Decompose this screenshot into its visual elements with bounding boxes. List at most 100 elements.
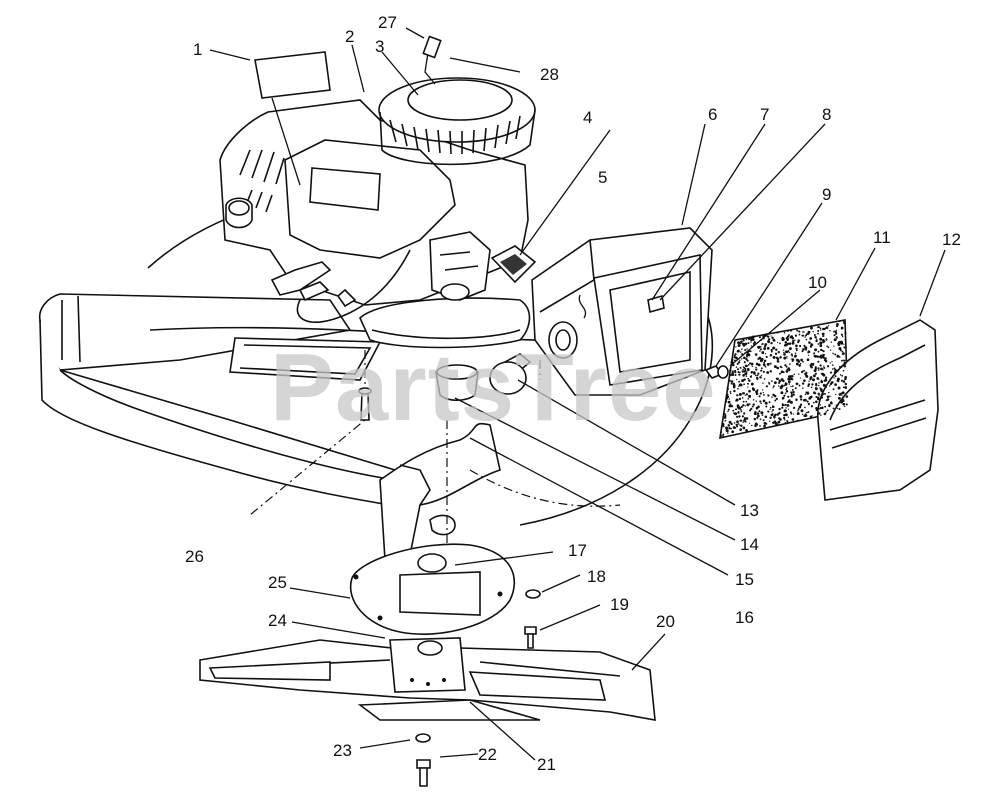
foam-speck — [787, 395, 790, 398]
foam-speck — [746, 403, 750, 407]
foam-speck — [755, 366, 757, 369]
foam-speck — [748, 389, 751, 393]
foam-speck — [733, 389, 736, 393]
foam-speck — [767, 410, 770, 413]
foam-speck — [836, 369, 839, 372]
foam-speck — [767, 335, 770, 338]
foam-speck — [792, 390, 795, 394]
foam-speck — [744, 394, 746, 396]
foam-speck — [730, 380, 734, 383]
foam-speck — [843, 405, 846, 408]
foam-speck — [798, 365, 801, 367]
foam-speck — [755, 400, 757, 402]
foam-speck — [763, 364, 766, 367]
foam-speck — [833, 330, 836, 333]
foam-speck — [817, 343, 820, 345]
foam-speck — [790, 329, 792, 332]
foam-speck — [823, 358, 827, 362]
foam-speck — [819, 341, 821, 344]
foam-speck — [807, 384, 810, 388]
foam-speck — [802, 348, 805, 351]
watermark-text: PartsTree — [270, 334, 717, 441]
foam-speck — [790, 412, 793, 415]
foam-speck — [825, 360, 827, 363]
foam-speck — [798, 373, 800, 375]
foam-speck — [728, 380, 730, 382]
foam-speck — [733, 412, 735, 415]
foam-speck — [826, 398, 830, 401]
foam-speck — [833, 334, 836, 337]
foam-speck — [790, 385, 792, 388]
foam-speck — [745, 375, 748, 377]
foam-speck — [747, 377, 749, 380]
foam-speck — [791, 418, 795, 421]
foam-speck — [786, 355, 788, 358]
foam-speck — [795, 382, 799, 386]
foam-speck — [834, 353, 837, 356]
foam-speck — [733, 426, 737, 429]
foam-speck — [772, 355, 776, 359]
foam-speck — [785, 382, 788, 385]
foam-speck — [776, 341, 779, 344]
foam-speck — [835, 324, 839, 328]
foam-speck — [789, 400, 793, 404]
foam-speck — [842, 369, 845, 372]
foam-speck — [842, 320, 845, 322]
foam-speck — [763, 345, 767, 348]
foam-speck — [838, 393, 842, 396]
foam-speck — [743, 412, 746, 415]
foam-speck — [736, 425, 739, 428]
foam-speck — [820, 380, 824, 384]
foam-speck — [779, 365, 782, 368]
foam-speck — [719, 434, 722, 437]
foam-speck — [785, 407, 787, 409]
foam-speck — [820, 396, 824, 399]
foam-speck — [839, 374, 842, 376]
foam-speck — [746, 371, 748, 373]
foam-speck — [734, 356, 737, 359]
foam-speck — [813, 354, 815, 356]
foam-speck — [780, 391, 784, 395]
foam-speck — [750, 362, 754, 366]
foam-speck — [834, 375, 837, 378]
foam-speck — [745, 429, 748, 432]
foam-speck — [838, 408, 841, 411]
foam-speck — [757, 372, 760, 375]
foam-speck — [805, 374, 809, 378]
foam-speck — [821, 332, 825, 336]
foam-speck — [738, 373, 741, 376]
foam-speck — [752, 388, 756, 391]
foam-speck — [787, 377, 791, 381]
foam-speck — [795, 362, 799, 366]
foam-speck — [731, 370, 734, 373]
callout-2: 2 — [345, 27, 354, 46]
foam-speck — [728, 398, 730, 400]
foam-speck — [731, 430, 735, 434]
foam-speck — [804, 413, 807, 415]
foam-speck — [755, 413, 757, 416]
foam-speck — [727, 424, 731, 427]
foam-speck — [805, 334, 808, 337]
foam-speck — [800, 358, 803, 362]
foam-speck — [758, 345, 761, 348]
foam-speck — [795, 347, 798, 350]
foam-speck — [747, 364, 750, 366]
foam-speck — [776, 359, 780, 363]
foam-speck — [773, 365, 777, 369]
foam-speck — [809, 378, 812, 381]
foam-speck — [759, 350, 761, 352]
foam-speck — [769, 353, 773, 357]
foam-speck — [762, 370, 765, 373]
foam-speck — [766, 362, 770, 366]
foam-speck — [756, 392, 759, 395]
foam-speck — [775, 356, 778, 359]
foam-speck — [736, 394, 739, 397]
foam-speck — [824, 405, 827, 408]
foam-speck — [731, 372, 734, 376]
foam-speck — [749, 409, 752, 412]
foam-speck — [841, 350, 844, 353]
callout-19: 19 — [610, 595, 629, 614]
foam-speck — [727, 410, 729, 413]
foam-speck — [736, 350, 740, 353]
foam-speck — [776, 413, 779, 416]
